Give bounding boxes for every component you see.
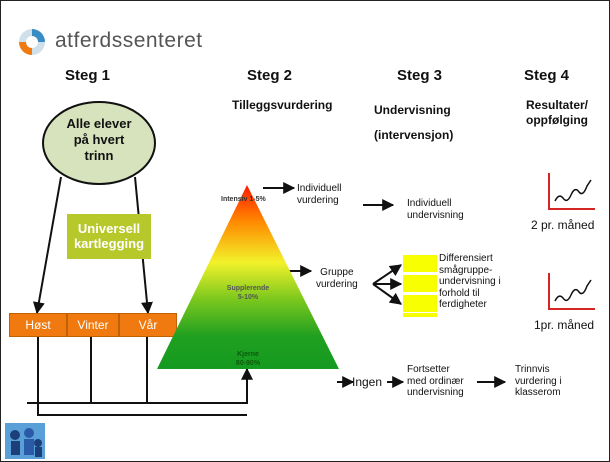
- step-3-title: Steg 3: [397, 67, 443, 84]
- row2-teaching: Differensiert smågruppe- undervisning i …: [439, 253, 501, 311]
- universal-line-2: kartlegging: [73, 236, 145, 251]
- arrow-to-pyramid: [27, 367, 253, 404]
- pyramid-mid-label-line-1: Supplerende: [226, 285, 270, 292]
- row2-result: 1pr. måned: [534, 318, 595, 332]
- row1-teaching-line-2: undervisning: [407, 209, 464, 221]
- progress-chart-icon-2: [548, 273, 595, 310]
- row1-assessment: Individuell vurdering: [297, 183, 341, 206]
- row2-teaching-line-5: ferdigheter: [439, 299, 487, 310]
- row1-assessment-line-1: Individuell: [297, 183, 342, 194]
- universal-screening-box: Universell kartlegging: [67, 214, 151, 259]
- pyramid: [157, 185, 339, 369]
- row2-assessment-line-1: Gruppe: [320, 267, 354, 278]
- yellow-box-2: [403, 275, 437, 292]
- step-3-subtitle-line-1: Undervisning: [374, 103, 451, 117]
- step-3-subtitle-line-2: (intervensjon): [374, 128, 454, 142]
- all-students-ellipse: [42, 101, 156, 185]
- row3-teaching-line-3: undervisning: [407, 387, 464, 398]
- step-3-subtitle: Undervisning (intervensjon): [374, 98, 453, 148]
- corner-people-icon: [5, 423, 45, 459]
- season-vinter-button: Vinter: [67, 313, 119, 337]
- pyramid-top-label: Intensiv 1-5%: [221, 196, 266, 203]
- step-2-title: Steg 2: [247, 67, 293, 84]
- row1-result: 2 pr. måned: [531, 218, 595, 232]
- yellow-box-1: [403, 255, 437, 272]
- pyramid-mid-label: Supplerende 5-10%: [213, 284, 283, 302]
- ellipse-text-line-2: på hvert: [73, 132, 125, 147]
- season-host-button: Høst: [9, 313, 67, 337]
- step-4-title: Steg 4: [524, 67, 570, 84]
- row2-teaching-line-3: undervisning i: [439, 276, 501, 287]
- step-1-title: Steg 1: [65, 67, 111, 84]
- arrow-ellipse-to-host: [32, 176, 62, 315]
- row3-result-line-2: vurdering i: [515, 375, 562, 387]
- row1-teaching: Individuell undervisning: [407, 198, 464, 221]
- step-4-subtitle-line-1: Resultater/: [525, 98, 589, 112]
- logo-text: atferdssenteret: [55, 29, 203, 52]
- ellipse-text-line-3: trinn: [84, 148, 114, 163]
- step-2-subtitle: Tilleggsvurdering: [232, 98, 333, 112]
- ellipse-text-line-1: Alle elever: [66, 116, 132, 131]
- row2-teaching-line-2: smågruppe-: [439, 264, 493, 276]
- row3-teaching: Fortsetter med ordinær undervisning: [407, 364, 464, 399]
- step-4-subtitle-line-2: oppfølging: [526, 113, 588, 127]
- logo-mark-icon: [19, 29, 45, 55]
- row3-result: Trinnvis vurdering i klasserom: [515, 364, 562, 399]
- logo: atferdssenteret: [17, 27, 217, 57]
- row2-teaching-line-1: Differensiert: [439, 253, 493, 264]
- step-4-subtitle: Resultater/ oppfølging: [516, 98, 598, 128]
- pyramid-bottom-label-line-2: 80-90%: [235, 360, 261, 367]
- pyramid-mid-label-line-2: 5-10%: [237, 294, 259, 301]
- universal-line-1: Universell: [77, 221, 141, 236]
- season-var-button: Vår: [119, 313, 177, 337]
- pyramid-bottom-label-line-1: Kjerne: [237, 351, 259, 358]
- row2-teaching-line-4: forhold til: [439, 287, 480, 299]
- progress-chart-icon-1: [548, 173, 595, 210]
- ellipse-text: Alle elever på hvert trinn: [39, 116, 159, 164]
- row2-assessment: Gruppe vurdering: [316, 267, 358, 290]
- row1-assessment-line-2: vurdering: [297, 194, 339, 206]
- row1-teaching-line-1: Individuell: [407, 198, 452, 209]
- row3-teaching-line-2: med ordinær: [407, 375, 464, 387]
- row3-result-line-1: Trinnvis: [515, 364, 550, 375]
- yellow-box-4: [403, 313, 437, 317]
- arrow-row2-fan-bottom: [372, 283, 402, 305]
- row2-assessment-line-2: vurdering: [316, 278, 358, 290]
- row3-teaching-line-1: Fortsetter: [407, 364, 450, 375]
- pyramid-bottom-label: Kjerne 80-90%: [213, 350, 283, 368]
- row3-result-line-3: klasserom: [515, 387, 561, 398]
- yellow-box-3: [403, 295, 437, 312]
- arrow-row2-fan-top: [372, 264, 402, 285]
- row3-assessment: Ingen: [352, 375, 383, 389]
- line-from-host: [37, 336, 247, 416]
